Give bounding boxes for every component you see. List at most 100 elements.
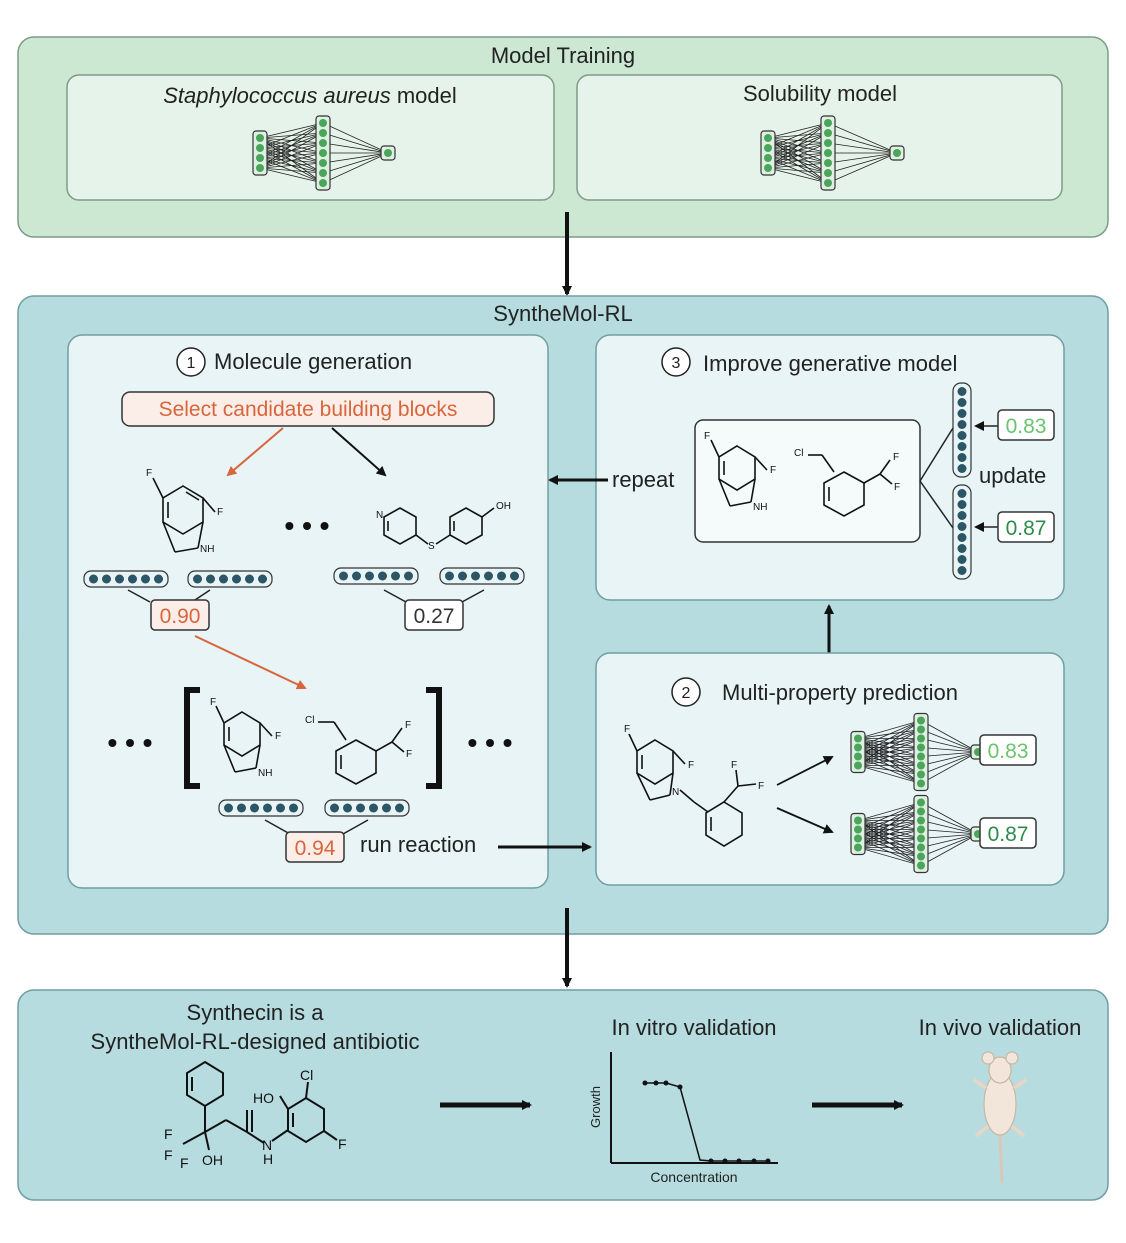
atom-n: N [672, 787, 679, 798]
atom-nh: NH [753, 502, 767, 513]
score-box-083-step3 [997, 409, 1055, 441]
synthecin-title-line1: Synthecin is a [187, 1000, 325, 1025]
arrow-to-staph-predictor [776, 756, 834, 786]
bracket-combined [264, 819, 369, 835]
validation-panel [17, 989, 1109, 1201]
step3-building-blocks [710, 439, 893, 517]
score-box-083-step2 [979, 734, 1037, 766]
difluoroindoline-structure [152, 477, 216, 553]
atom-h: H [263, 1151, 273, 1167]
in-vivo-title: In vivo validation [919, 1015, 1082, 1040]
score-087-step3: 0.87 [1006, 517, 1047, 540]
branch-to-lower-vector [919, 480, 954, 529]
synthecin-structure [182, 1060, 338, 1151]
step2-title: Multi-property prediction [722, 680, 958, 705]
ellipsis-middle: • • • [285, 510, 330, 541]
score-box-090 [150, 599, 210, 631]
staph-model-box [66, 74, 555, 201]
atom-f: F [180, 1155, 189, 1171]
atom-f: F [217, 507, 223, 518]
model-training-title: Model Training [491, 43, 635, 68]
square-bracket-open [184, 687, 200, 789]
atom-n: N [376, 510, 383, 521]
atom-f: F [406, 749, 412, 760]
atom-f: F [164, 1126, 173, 1142]
atom-f: F [164, 1147, 173, 1163]
select-blocks-box [121, 391, 495, 427]
staph-predictor-net-icon [850, 712, 986, 792]
step1-number: 1 [187, 355, 196, 372]
embedding-row-bottom [218, 799, 410, 817]
update-label: update [979, 463, 1046, 488]
solubility-predictor-net-icon [850, 794, 986, 874]
branch-to-upper-vector [919, 427, 954, 482]
arrow-to-combination [194, 635, 307, 690]
atom-ho: HO [253, 1090, 274, 1106]
score-box-087-step2 [979, 817, 1037, 849]
chloromethyl-difluoromethylbenzene-structure [318, 721, 405, 785]
atom-oh: OH [202, 1152, 223, 1168]
atom-n: N [262, 1137, 272, 1153]
atom-f: F [624, 724, 630, 735]
staph-neural-net-icon [252, 115, 396, 191]
growth-curve-points [642, 1080, 771, 1164]
atom-f: F [758, 781, 764, 792]
atom-f: F [893, 452, 899, 463]
solubility-neural-net-icon [760, 115, 905, 191]
step2-number: 2 [682, 685, 691, 702]
select-blocks-label: Select candidate building blocks [159, 398, 458, 421]
embedding-vector-upper [952, 382, 972, 478]
atom-cl: Cl [300, 1067, 313, 1083]
product-molecule-structure [628, 733, 757, 847]
atom-nh: NH [258, 768, 272, 779]
in-vitro-title: In vitro validation [611, 1015, 776, 1040]
run-reaction-label: run reaction [360, 832, 476, 857]
atom-f: F [146, 468, 152, 479]
step3-number-badge [661, 347, 691, 377]
score-094: 0.94 [295, 837, 336, 860]
arrow-select-left [226, 427, 284, 477]
step3-molecule-box [694, 419, 921, 543]
atom-f: F [338, 1136, 347, 1152]
atom-f: F [704, 431, 710, 442]
score-083-step2: 0.83 [988, 740, 1029, 763]
score-box-094 [285, 831, 345, 863]
synthecin-title-line2: SyntheMol-RL-designed antibiotic [91, 1029, 420, 1054]
atom-s: S [428, 541, 435, 552]
score-box-087-step3 [997, 511, 1055, 543]
staph-model-title: Staphylococcus aureus model [163, 83, 457, 108]
atom-f: F [210, 697, 216, 708]
atom-nh: NH [200, 544, 214, 555]
step3-title: Improve generative model [703, 351, 957, 376]
atom-f: F [770, 465, 776, 476]
score-090: 0.90 [160, 605, 201, 628]
pyridyl-thiophenol-structure [383, 507, 495, 545]
step3-number: 3 [672, 355, 681, 372]
synthemol-title: SyntheMol-RL [493, 301, 632, 326]
arrow-select-right [331, 427, 387, 477]
difluoroindoline-structure-2 [215, 705, 273, 773]
score-083-step3: 0.83 [1006, 415, 1047, 438]
score-027: 0.27 [414, 605, 455, 628]
atom-cl: Cl [794, 448, 803, 459]
arrow-to-solubility-predictor [776, 807, 834, 834]
score-087-step2: 0.87 [988, 823, 1029, 846]
atom-f: F [894, 482, 900, 493]
bracket-right-pair [383, 589, 485, 603]
axis-label-growth: Growth [588, 1086, 603, 1128]
embedding-vector-lower [952, 484, 972, 580]
solubility-model-title: Solubility model [743, 81, 897, 106]
step1-title: Molecule generation [214, 349, 412, 374]
axis-label-concentration: Concentration [650, 1169, 737, 1185]
step1-number-badge [176, 347, 206, 377]
score-box-027 [404, 599, 464, 631]
ellipsis-right: • • • [468, 727, 513, 758]
atom-f: F [688, 760, 694, 771]
embedding-row-top [83, 567, 525, 588]
ellipsis-left: • • • [108, 727, 153, 758]
atom-f: F [731, 760, 737, 771]
repeat-label: repeat [612, 467, 674, 492]
atom-f: F [405, 720, 411, 731]
